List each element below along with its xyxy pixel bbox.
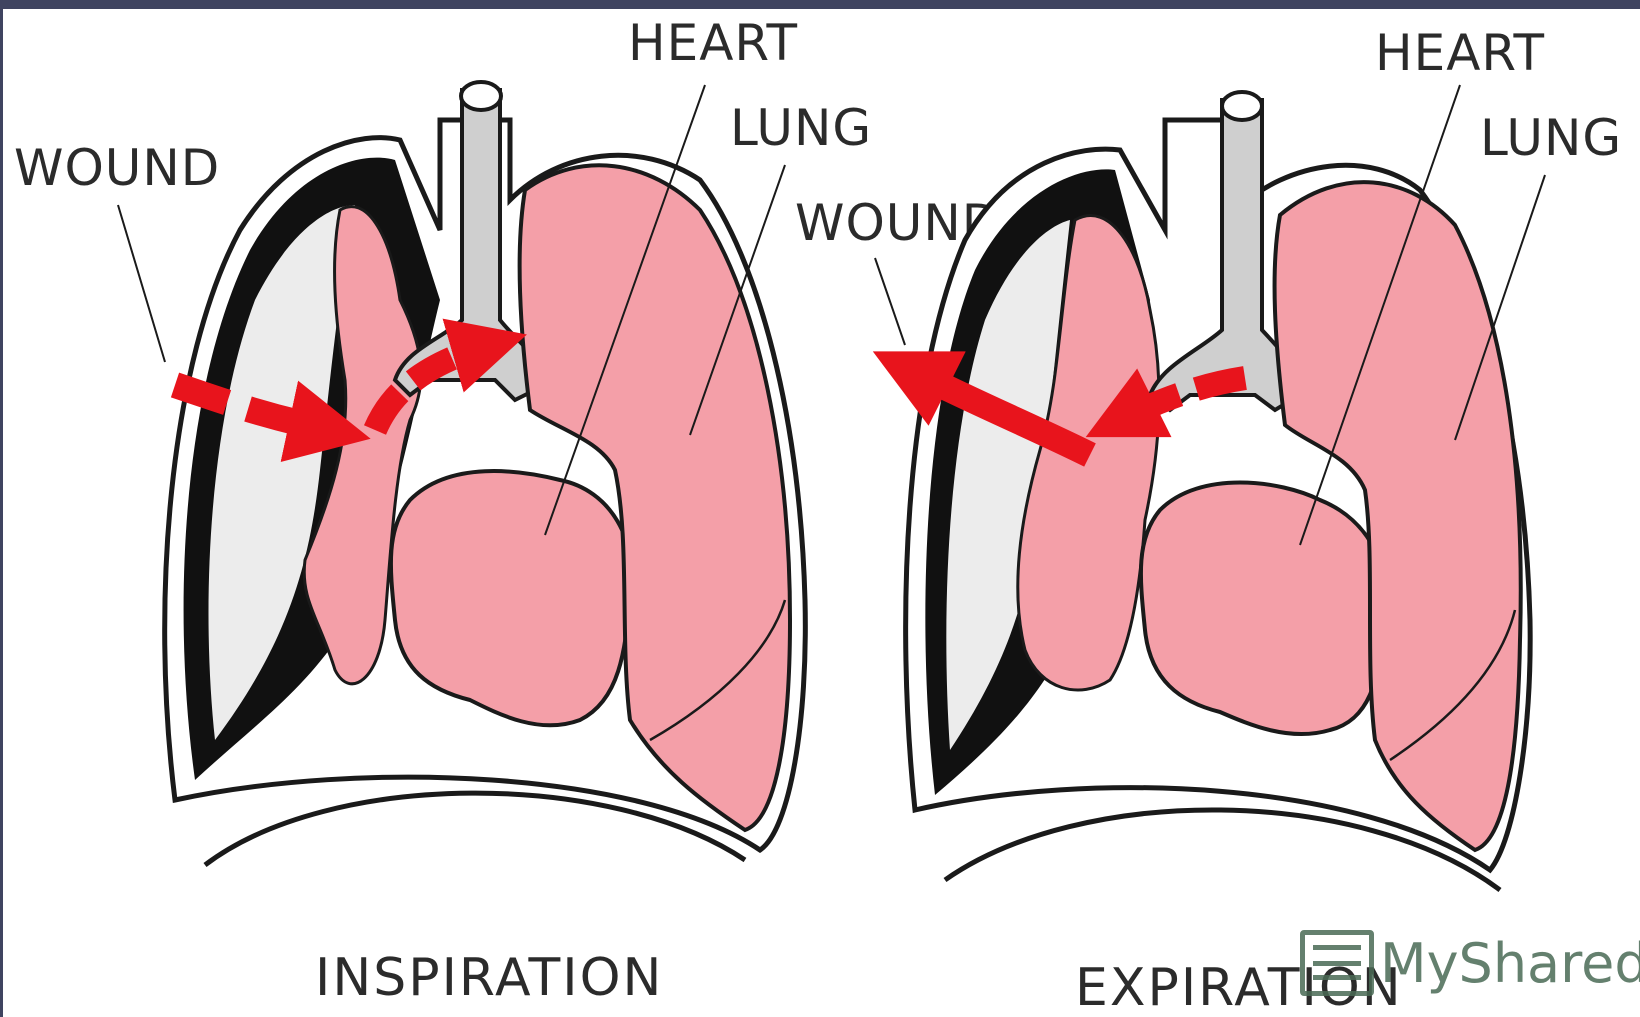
inspiration-panel: HEART LUNG WOUND WOUND INSPIRATION — [14, 14, 1001, 1008]
wound-pointer — [118, 205, 165, 362]
inspiration-caption: INSPIRATION — [315, 948, 663, 1008]
trachea-opening — [1222, 92, 1262, 120]
watermark: MyShared — [1300, 930, 1640, 996]
expiration-panel: HEART LUNG EXPIRATION — [875, 24, 1622, 1017]
wound-pointer — [875, 258, 905, 345]
trachea-opening — [461, 82, 501, 110]
right-heart-label: HEART — [1375, 24, 1545, 82]
presentation-icon — [1300, 930, 1374, 996]
right-lung-label: LUNG — [1480, 109, 1622, 167]
left-wound-label: WOUND — [14, 139, 220, 197]
watermark-text: MyShared — [1380, 932, 1640, 995]
left-heart-label: HEART — [628, 14, 798, 72]
left-lung-label: LUNG — [730, 99, 872, 157]
